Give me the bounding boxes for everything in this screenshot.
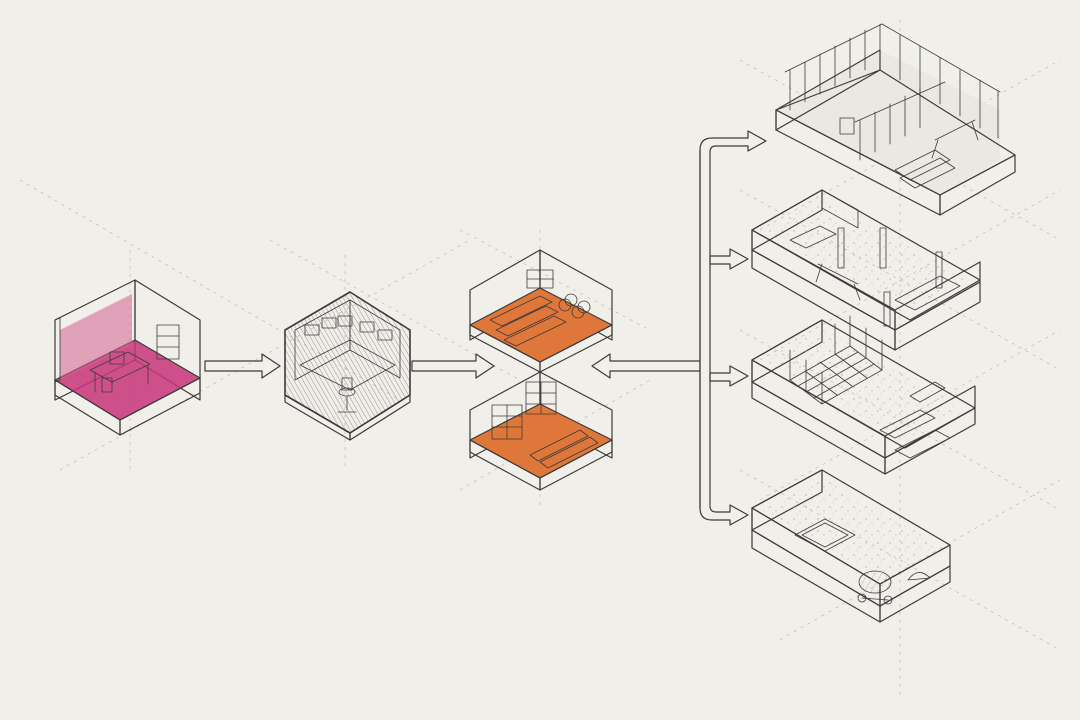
- brick-materials-icon: [469, 371, 613, 491]
- control-room-icon: [284, 291, 411, 441]
- pipe-materials-icon: [469, 249, 613, 373]
- arrow-office-to-control: [204, 353, 281, 379]
- arrow-control-to-materials: [411, 353, 495, 379]
- rebar-site-icon: [751, 315, 976, 475]
- foundation-site-icon: [751, 469, 951, 623]
- branch-connector: [699, 130, 767, 526]
- office-room-icon: [54, 279, 201, 436]
- framing-site-icon: [775, 23, 1016, 216]
- column-site-icon: [751, 189, 981, 351]
- arrow-sites-to-materials: [591, 353, 701, 379]
